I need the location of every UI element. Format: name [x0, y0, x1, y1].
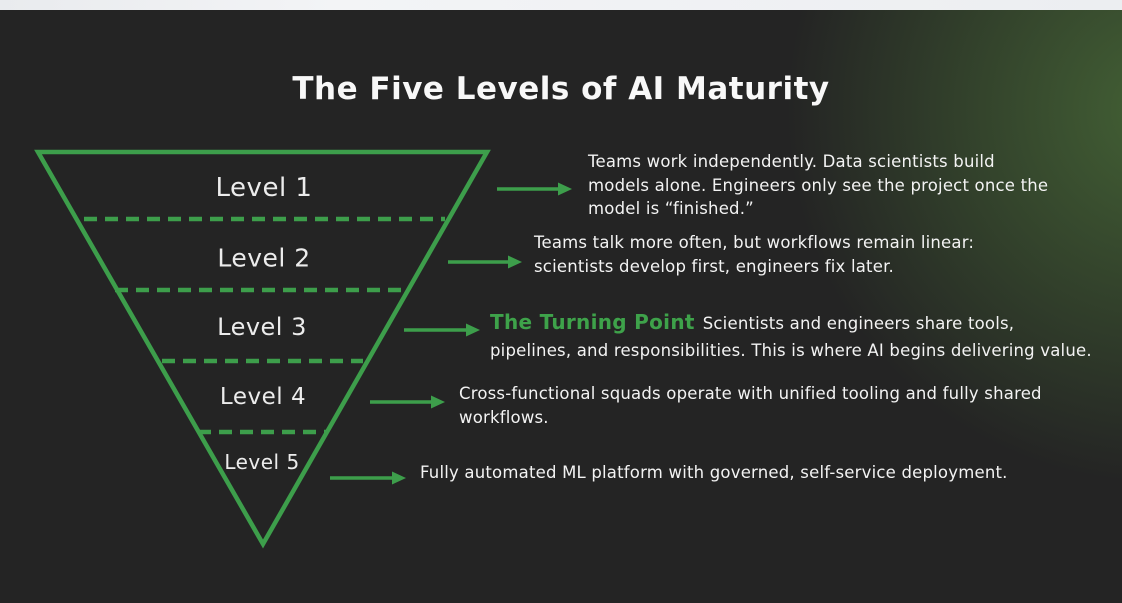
- funnel-level-3-label: Level 3: [217, 313, 307, 341]
- funnel-outline: [34, 149, 491, 549]
- description-line: Cross-functional squads operate with uni…: [459, 384, 1042, 403]
- funnel-level-5-label: Level 5: [224, 450, 300, 474]
- description-line: scientists develop first, engineers fix …: [534, 256, 894, 276]
- level-1-arrow-icon: [497, 182, 572, 196]
- page-title: The Five Levels of AI Maturity: [292, 71, 830, 107]
- funnel-level-1-label: Level 1: [215, 173, 313, 203]
- description-line: The Turning Point Scientists and engineer…: [490, 310, 1092, 336]
- level-4-arrow-icon: [370, 395, 445, 409]
- funnel-level-4-label: Level 4: [219, 384, 307, 410]
- description-line: Teams work independently. Data scientist…: [588, 152, 995, 171]
- description-line: Scientists and engineers share tools,: [702, 314, 1015, 333]
- description-line: models alone. Engineers only see the pro…: [588, 175, 1049, 195]
- level-3-arrow-icon: [404, 323, 480, 337]
- level-1-description: Teams work independently. Data scientist…: [588, 150, 1048, 221]
- description-line: workflows.: [459, 407, 549, 427]
- turning-point-highlight: The Turning Point: [490, 310, 695, 334]
- description-line: Teams talk more often, but workflows rem…: [534, 233, 975, 252]
- description-line: pipelines, and responsibilities. This is…: [490, 340, 1092, 360]
- level-2-description: Teams talk more often, but workflows rem…: [534, 231, 974, 278]
- level-2-arrow-icon: [448, 255, 522, 269]
- level-5-description: Fully automated ML platform with governe…: [420, 461, 1008, 485]
- level-3-description: The Turning Point Scientists and engineer…: [490, 310, 1092, 362]
- funnel-level-2-label: Level 2: [217, 243, 311, 273]
- top-edge-strip: [0, 0, 1122, 10]
- level-5-arrow-icon: [330, 471, 406, 485]
- level-4-description: Cross-functional squads operate with uni…: [459, 382, 1042, 429]
- description-line: Fully automated ML platform with governe…: [420, 463, 1008, 482]
- description-line: model is “finished.”: [588, 199, 754, 218]
